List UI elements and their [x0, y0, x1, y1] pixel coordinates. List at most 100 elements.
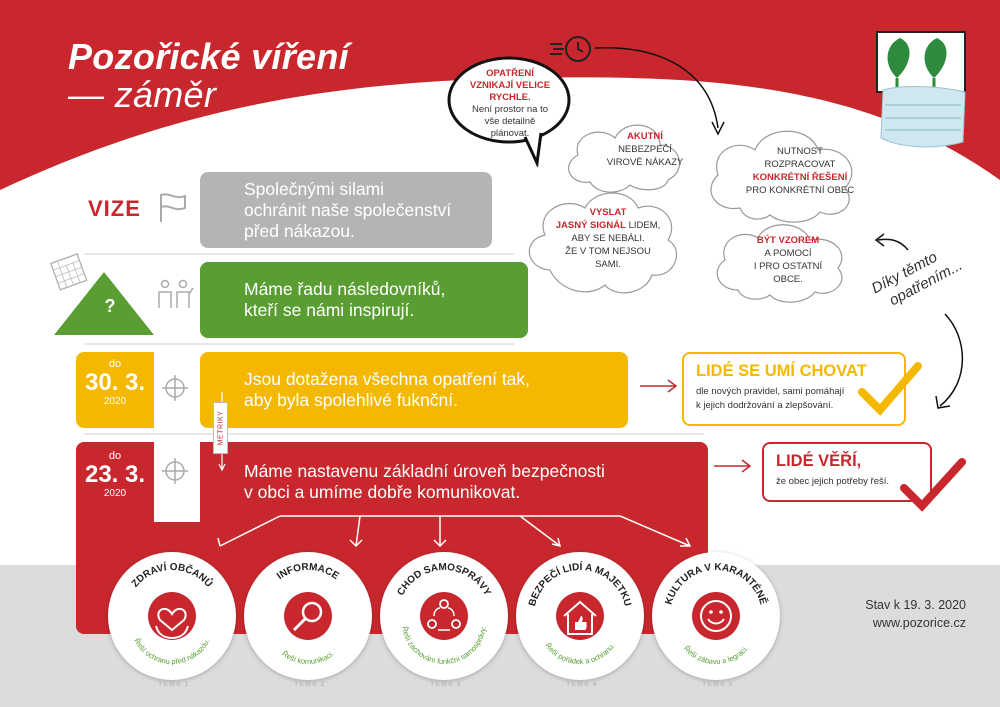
people-cycle-icon: [427, 599, 461, 631]
nutnost-l1: NUTNOST: [777, 146, 823, 157]
vyslat-l4: SAMI.: [595, 259, 621, 270]
callout-yellow-line1: dle nových pravidel, sami pomáhají: [696, 386, 845, 397]
vyslat-l3: ŽE V TOM NEJSOU: [565, 246, 651, 257]
cloud-vzor-text: BÝT VZOREM A POMOCÍ I PRO OSTATNÍ OBCE.: [733, 234, 843, 286]
cloud-akutni-text: AKUTNÍ NEBEZPEČÍ VIROVÉ NÁKAZY: [590, 130, 700, 169]
goal-question: ?: [104, 296, 116, 316]
house-thumb-icon: [563, 600, 597, 635]
divider-2: [84, 343, 514, 345]
vyslat-hl1: VYSLAT: [589, 207, 627, 218]
theme-circle-2: INFORMACE Řeší komunikaci.: [244, 552, 372, 680]
vyslat-l2: ABY SE NEBÁLI.: [571, 233, 645, 244]
cloud-nutnost: [710, 130, 853, 223]
goal-line1: Máme řadu následovníků,: [244, 279, 446, 299]
title-line2: — záměr: [68, 74, 217, 115]
checkmark-yellow-icon: [858, 362, 922, 416]
bubble-l2: vše detailně: [484, 116, 536, 127]
akutni-hl: AKUTNÍ: [627, 131, 663, 142]
curve-arrow-top: [594, 47, 725, 136]
date-box-30-3: do 30. 3. 2020: [76, 352, 154, 428]
m2-line2: aby byla spolehlivé fuknční.: [244, 390, 459, 410]
branch-arrows: [217, 515, 692, 548]
theme-number: TÉMA 1: [158, 681, 190, 688]
m2-line1: Jsou dotažena všechna opatření tak,: [244, 369, 531, 389]
fast-clock-icon: [550, 36, 591, 62]
cloud-vzor: [716, 224, 843, 303]
cloud-nutnost-text: NUTNOST ROZPRACOVAT KONKRÉTNÍ ŘEŠENÍ PRO…: [730, 145, 870, 197]
m2-date: 30. 3.: [84, 369, 146, 396]
vize-label: VIZE: [88, 196, 141, 221]
smiley-icon: [700, 600, 732, 632]
theme-title: ZDRAVÍ OBČANŮ: [130, 560, 217, 589]
goal-triangle: [49, 253, 154, 335]
flag-icon: [160, 193, 186, 222]
theme-title: INFORMACE: [275, 562, 341, 582]
m1-do: do: [108, 450, 122, 462]
vize-line3: před nákazou.: [244, 220, 355, 241]
target-icon-3: [162, 458, 188, 484]
target-icon: [162, 375, 188, 401]
title-line1: Pozořické víření: [68, 36, 349, 77]
status-date: Stav k 19. 3. 2020: [865, 598, 966, 612]
theme-number: TÉMA 5: [702, 681, 734, 688]
theme-subtitle: Řeší zábavu a legraci.: [682, 644, 750, 666]
website-url: www.pozorice.cz: [872, 616, 966, 630]
nutnost-l2: ROZPRACOVAT: [764, 159, 836, 170]
coat-of-arms-icon: [876, 31, 966, 148]
cloud-vyslat: [528, 192, 678, 294]
vzor-l2: I PRO OSTATNÍ: [753, 261, 823, 272]
vize-bar: Společnými silami ochránit naše společen…: [200, 172, 492, 248]
nutnost-hl: KONKRÉTNÍ ŘEŠENÍ: [752, 172, 848, 183]
m2-do: do: [108, 358, 122, 370]
vize-line1: Společnými silami: [244, 178, 385, 199]
milestone-1-gap: [154, 442, 200, 522]
bubble-hl1: OPATŘENÍ: [486, 68, 534, 79]
m1-line2: v obci a umíme dobře komunikovat.: [244, 482, 521, 502]
vyslat-hl2: JASNÝ SIGNÁL: [555, 220, 626, 231]
diky-arrow-up: [874, 233, 909, 251]
callout-yellow: LIDÉ SE UMÍ CHOVAT dle nových pravidel, …: [682, 352, 906, 426]
divider-1: [84, 253, 514, 255]
speech-bubble-text: OPATŘENÍ VZNIKAJÍ VELICE RYCHLE. Není pr…: [452, 68, 568, 140]
m1-line1: Máme nastavenu základní úroveň bezpečnos…: [244, 461, 605, 481]
vize-line2: ochránit naše společenství: [244, 199, 452, 220]
bubble-hl2: VZNIKAJÍ VELICE: [469, 80, 551, 91]
cloud-akutni: [568, 124, 681, 193]
metriky-label-box: METRIKY: [213, 402, 228, 454]
callout-red-line1: že obec jejich potřeby řeší.: [776, 476, 890, 487]
vzor-l1: A POMOCÍ: [764, 248, 812, 259]
callout-yellow-heading: LIDÉ SE UMÍ CHOVAT: [696, 362, 867, 380]
milestone-1-bar: Máme nastavenu základní úroveň bezpečnos…: [200, 442, 708, 522]
magnifier-icon: [292, 601, 323, 632]
date-box-23-3: do 23. 3. 2020: [76, 442, 154, 518]
goal-bar: Máme řadu následovníků, kteří se námi in…: [200, 262, 528, 338]
goal-line2: kteří se námi inspirují.: [244, 300, 415, 320]
theme-number: TÉMA 2: [294, 681, 326, 688]
arrow-right-yellow: [640, 379, 678, 393]
metriky-label: METRIKY: [217, 410, 224, 446]
m2-year: 2020: [103, 396, 127, 407]
theme-number: TÉMA 4: [566, 681, 598, 688]
akutni-l2: VIROVÉ NÁKAZY: [606, 157, 684, 168]
followers-icon: [158, 279, 194, 308]
diky-arrow-down: [935, 313, 964, 409]
checkmark-red-icon: [900, 458, 966, 512]
callout-red-heading: LIDÉ VĚŘÍ,: [776, 452, 862, 470]
cloud-vyslat-text: VYSLAT JASNÝ SIGNÁL LIDEM, ABY SE NEBÁLI…: [548, 206, 668, 271]
heart-hands-icon: [155, 607, 189, 640]
callout-red: LIDÉ VĚŘÍ, že obec jejich potřeby řeší.: [762, 442, 932, 502]
page-title: Pozořické víření — záměr: [68, 38, 349, 114]
theme-subtitle: Řeší komunikaci.: [280, 649, 335, 666]
m1-year: 2020: [103, 488, 127, 499]
nutnost-l3: PRO KONKRÉTNÍ OBEC: [745, 185, 855, 196]
vzor-hl: BÝT VZOREM: [756, 235, 820, 246]
speech-bubble: [447, 56, 571, 167]
bubble-hl3: RYCHLE.: [489, 92, 531, 103]
